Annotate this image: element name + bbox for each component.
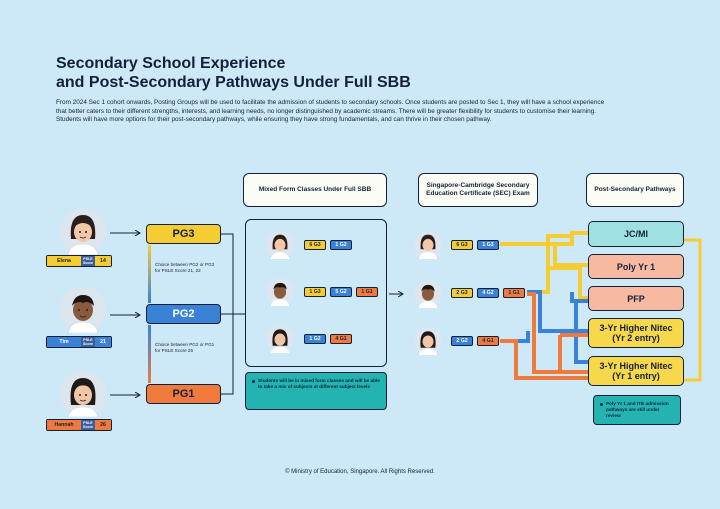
mixed-classes-note-text: Students will be in mixed form classes a… bbox=[258, 378, 380, 389]
psle-score: 26 bbox=[95, 420, 111, 430]
student-hannah-avatar bbox=[60, 371, 106, 418]
path-g1-a bbox=[500, 339, 588, 380]
pathway-pfp: PFP bbox=[588, 286, 684, 311]
psle-score: 14 bbox=[95, 256, 111, 266]
student-tim-avatar bbox=[60, 287, 106, 334]
sec-tag: 2 G2 bbox=[451, 336, 473, 346]
pathway-higher-nitec-yr1: 3-Yr Higher Nitec (Yr 1 entry) bbox=[588, 356, 684, 386]
mixed-tim-avatar bbox=[266, 278, 294, 306]
psle-label: PSLE Score bbox=[81, 337, 95, 347]
sec-elena-avatar bbox=[414, 231, 442, 259]
posting-group-pg3: PG3 bbox=[146, 224, 221, 244]
pathway-higher-nitec-yr2: 3-Yr Higher Nitec (Yr 2 entry) bbox=[588, 318, 684, 348]
student-elena-label: Elena PSLE Score 14 bbox=[46, 255, 112, 267]
pg2-pg1-gradient-bar bbox=[148, 325, 151, 383]
psle-label: PSLE Score bbox=[81, 420, 95, 430]
header-post-secondary: Post-Secondary Pathways bbox=[586, 173, 684, 207]
student-name: Tim bbox=[47, 337, 81, 347]
mixed-tag: 4 G1 bbox=[330, 334, 352, 344]
mixed-tag: 5 G2 bbox=[330, 287, 352, 297]
sec-tag: 1 G1 bbox=[503, 288, 525, 298]
path-trunk bbox=[684, 238, 702, 382]
path-g2-c bbox=[570, 292, 588, 303]
path-g3-d bbox=[548, 266, 588, 300]
title-line-1: Secondary School Experience bbox=[56, 55, 286, 72]
posting-group-pg1: PG1 bbox=[146, 384, 221, 404]
pg-bracket bbox=[221, 233, 245, 395]
sec-hannah-avatar bbox=[414, 327, 442, 355]
bullet-icon bbox=[252, 380, 255, 383]
mixed-tag: 1 G1 bbox=[356, 287, 378, 297]
pathway-review-note-text: Poly Yr 1 and ITE admission pathways are… bbox=[606, 401, 669, 418]
mixed-classes-note: Students will be in mixed form classes a… bbox=[245, 372, 387, 410]
path-g3-b bbox=[500, 242, 588, 267]
student-elena-avatar bbox=[60, 209, 106, 256]
choice-note-pg2-pg1: Choice between PG2 or PG1 for PSLE Score… bbox=[155, 342, 215, 353]
sec-tag: 2 G3 bbox=[451, 288, 473, 298]
header-mixed-form: Mixed Form Classes Under Full SBB bbox=[243, 173, 387, 207]
sec-tag: 4 G2 bbox=[477, 288, 499, 298]
sec-tag: 4 G1 bbox=[477, 336, 499, 346]
mixed-tag: 1 G3 bbox=[304, 287, 326, 297]
sec-tag: 6 G3 bbox=[451, 240, 473, 250]
intro-paragraph: From 2024 Sec 1 cohort onwards, Posting … bbox=[56, 99, 605, 124]
header-sec-exam: Singapore-Cambridge Secondary Education … bbox=[418, 173, 538, 207]
student-tim-label: Tim PSLE Score 21 bbox=[46, 336, 112, 348]
psle-score: 21 bbox=[95, 337, 111, 347]
sec-tag: 1 G3 bbox=[477, 240, 499, 250]
mixed-tag: 6 G3 bbox=[304, 240, 326, 250]
page-title: Secondary School Experience and Post-Sec… bbox=[56, 54, 411, 92]
posting-group-pg2: PG2 bbox=[146, 304, 221, 324]
pathway-poly-yr1: Poly Yr 1 bbox=[588, 254, 684, 279]
student-name: Elena bbox=[47, 256, 81, 266]
student-hannah-label: Hannah PSLE Score 26 bbox=[46, 419, 112, 431]
psle-label: PSLE Score bbox=[81, 256, 95, 266]
pathway-jc-mi: JC/MI bbox=[588, 221, 684, 247]
bullet-icon bbox=[600, 403, 603, 406]
sec-tim-avatar bbox=[414, 280, 442, 308]
student-name: Hannah bbox=[47, 420, 81, 430]
title-line-2: and Post-Secondary Pathways Under Full S… bbox=[56, 74, 411, 91]
pathway-review-note: Poly Yr 1 and ITE admission pathways are… bbox=[593, 395, 681, 425]
mixed-hannah-avatar bbox=[266, 325, 294, 353]
choice-note-pg2-pg3: Choice between PG2 or PG3 for PSLE Score… bbox=[155, 262, 215, 273]
pg3-pg2-gradient-bar bbox=[148, 245, 151, 303]
mixed-tag: 1 G2 bbox=[304, 334, 326, 344]
path-g2-d bbox=[574, 301, 588, 364]
copyright-footer: © Ministry of Education, Singapore. All … bbox=[285, 469, 435, 475]
mixed-tag: 1 G2 bbox=[330, 240, 352, 250]
mixed-elena-avatar bbox=[266, 231, 294, 259]
